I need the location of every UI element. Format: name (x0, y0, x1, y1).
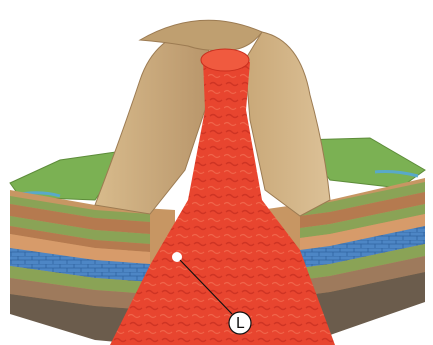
callout-label-L: L (236, 314, 245, 332)
lava-crater (201, 49, 249, 71)
crater-rim (140, 20, 262, 50)
